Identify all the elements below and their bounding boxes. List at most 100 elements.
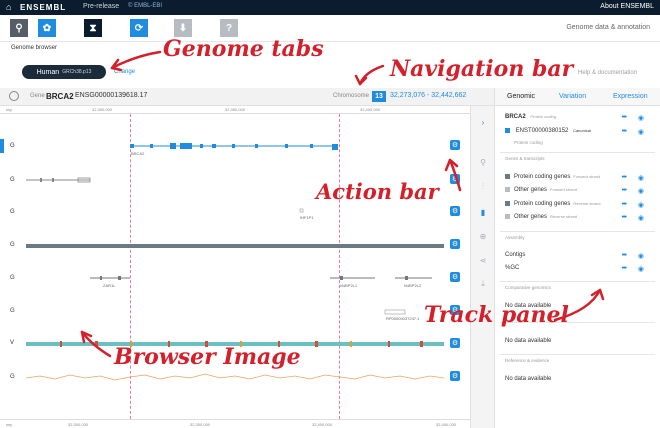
more-options-icon[interactable]: ••• — [621, 128, 627, 135]
track-settings-icon[interactable]: ⚙ — [450, 239, 460, 249]
ruler-tick-label: 32,300,000 — [68, 422, 89, 427]
species-selector-icon[interactable]: ✿ — [38, 19, 56, 37]
divider — [500, 322, 655, 323]
track-panel: Genomic Variation Expression BRCA2 Prote… — [494, 88, 660, 428]
track-settings-icon[interactable]: ⚙ — [450, 140, 460, 150]
track-row-strand: Forward strand — [550, 187, 577, 193]
track-settings-icon[interactable]: ⚙ — [450, 174, 460, 184]
visibility-eye-icon[interactable]: ◉ — [637, 202, 644, 209]
help-icon[interactable]: ? — [220, 19, 238, 37]
more-options-icon[interactable]: ••• — [621, 187, 627, 194]
home-icon[interactable]: ⌂ — [6, 2, 12, 12]
track-settings-icon[interactable]: ⚙ — [450, 371, 460, 381]
embl-label[interactable]: © EMBL-EBI — [128, 3, 163, 9]
more-options-icon[interactable]: ••• — [621, 174, 627, 181]
annotation-browser-image: Browser Image — [114, 344, 301, 370]
visibility-eye-icon[interactable]: ◉ — [637, 188, 644, 195]
visibility-eye-icon[interactable]: ◉ — [637, 215, 644, 222]
track-row-strand: Reverse strand — [573, 201, 601, 207]
section-comparative: Comparative genomics — [505, 285, 552, 290]
feature-label[interactable]: RP00000037247.1 — [386, 316, 420, 321]
visibility-eye-icon[interactable]: ◉ — [637, 253, 644, 260]
brand-logo[interactable]: ENSEMBL — [20, 3, 67, 12]
search-app-icon[interactable]: ⚲ — [10, 19, 28, 37]
species-name: Human — [36, 68, 60, 76]
add-icon[interactable]: ⊕ — [479, 231, 487, 241]
panel-tabs: Genomic Variation Expression — [495, 88, 660, 106]
action-bar: › ⚲ ⫶ ▮ ⊕ ⋖ ⤓ — [470, 106, 494, 428]
feature-label[interactable]: BRCA2 — [131, 151, 145, 156]
track-row[interactable]: Contigs •••◉ — [505, 252, 654, 262]
track-label: G — [10, 143, 15, 149]
tab-variation[interactable]: Variation — [559, 93, 587, 100]
about-link[interactable]: About ENSEMBL — [600, 3, 654, 10]
track-config-icon[interactable]: ⫶ — [482, 182, 484, 191]
tab-expression[interactable]: Expression — [613, 93, 648, 100]
feature-label[interactable]: ZAR1L — [103, 283, 116, 288]
ruler-bottom: ssy 32,300,000 32,350,000 32,400,000 32,… — [0, 419, 470, 428]
genome-browser-icon[interactable]: ⧗ — [84, 19, 102, 37]
track-row[interactable]: %GC •••◉ — [505, 265, 654, 275]
no-data-row: No data available — [505, 376, 552, 382]
track-row-label: Other genes — [514, 214, 548, 221]
annotation-genome-tabs: Genome tabs — [163, 36, 324, 62]
help-documentation-link[interactable]: Help & documentation — [578, 70, 638, 76]
track-label: G — [10, 308, 15, 314]
download-icon[interactable]: ⬇ — [174, 19, 192, 37]
tab-genomic[interactable]: Genomic — [507, 93, 536, 100]
refresh-icon[interactable]: ⟳ — [130, 19, 148, 37]
focus-boundary-right — [339, 114, 340, 419]
more-options-icon[interactable]: ••• — [621, 265, 627, 272]
chromosome-position[interactable]: 32,273,076 - 32,442,662 — [390, 92, 467, 99]
more-options-icon[interactable]: ••• — [621, 214, 627, 221]
visibility-eye-icon[interactable]: ◉ — [637, 129, 644, 136]
search-icon[interactable]: ⚲ — [480, 157, 486, 167]
track-label: G — [10, 242, 15, 248]
bookmark-icon[interactable]: ▮ — [480, 207, 486, 217]
feature-label[interactable]: N4BP2L1 — [340, 283, 358, 288]
section-reference: Reference & evidence — [505, 358, 550, 363]
species-tab[interactable]: Human GRCh38.p13 — [22, 65, 106, 79]
track-settings-icon[interactable]: ⚙ — [450, 272, 460, 282]
gene-id: ENSG00000139618.17 — [75, 92, 148, 99]
track-row-label: Protein coding genes — [514, 174, 571, 181]
change-species-link[interactable]: Change — [114, 69, 136, 75]
focus-boundary-left — [130, 114, 131, 419]
chromosome-number[interactable]: 13 — [372, 91, 386, 102]
transcript-tag: Canonical — [573, 128, 591, 134]
track-settings-icon[interactable]: ⚙ — [450, 338, 460, 348]
gene-label: Gene — [30, 93, 45, 99]
divider — [500, 354, 655, 355]
annotation-action-bar: Action bar — [316, 179, 439, 204]
track-settings-icon[interactable]: ⚙ — [450, 206, 460, 216]
feature-label[interactable]: IHF1P1 — [300, 215, 314, 220]
more-options-icon[interactable]: ••• — [621, 201, 627, 208]
more-options-icon[interactable]: ••• — [621, 114, 627, 121]
ruler-start-label: ssy — [6, 422, 12, 427]
collapse-panel-icon[interactable]: › — [481, 117, 485, 127]
transcript-row[interactable]: ENST00000380152 Canonical ••• ◉ — [505, 128, 654, 138]
divider — [500, 152, 655, 153]
share-icon[interactable]: ⋖ — [479, 255, 487, 265]
visibility-eye-icon[interactable]: ◉ — [637, 266, 644, 273]
gene-row[interactable]: BRCA2 Protein coding ••• ◉ — [505, 114, 654, 124]
target-icon[interactable] — [9, 91, 19, 101]
release-label: Pre-release — [83, 3, 120, 10]
browser-image[interactable]: ssy 32,300,000 32,350,000 32,400,000 ssy… — [0, 106, 470, 428]
transcript-swatch — [505, 128, 510, 133]
more-options-icon[interactable]: ••• — [621, 252, 627, 259]
track-settings-icon[interactable]: ⚙ — [450, 305, 460, 315]
ruler-tick-label: 32,350,000 — [225, 107, 246, 112]
assembly-name: GRCh38.p13 — [62, 69, 92, 75]
ruler-tick-label: 32,300,000 — [92, 107, 113, 112]
track-swatch — [505, 187, 510, 192]
visibility-eye-icon[interactable]: ◉ — [637, 175, 644, 182]
visibility-eye-icon[interactable]: ◉ — [637, 115, 644, 122]
arrow-navigation-bar — [358, 64, 385, 86]
download-icon[interactable]: ⤓ — [481, 279, 485, 288]
feature-label[interactable]: N4BP2L2 — [404, 283, 422, 288]
